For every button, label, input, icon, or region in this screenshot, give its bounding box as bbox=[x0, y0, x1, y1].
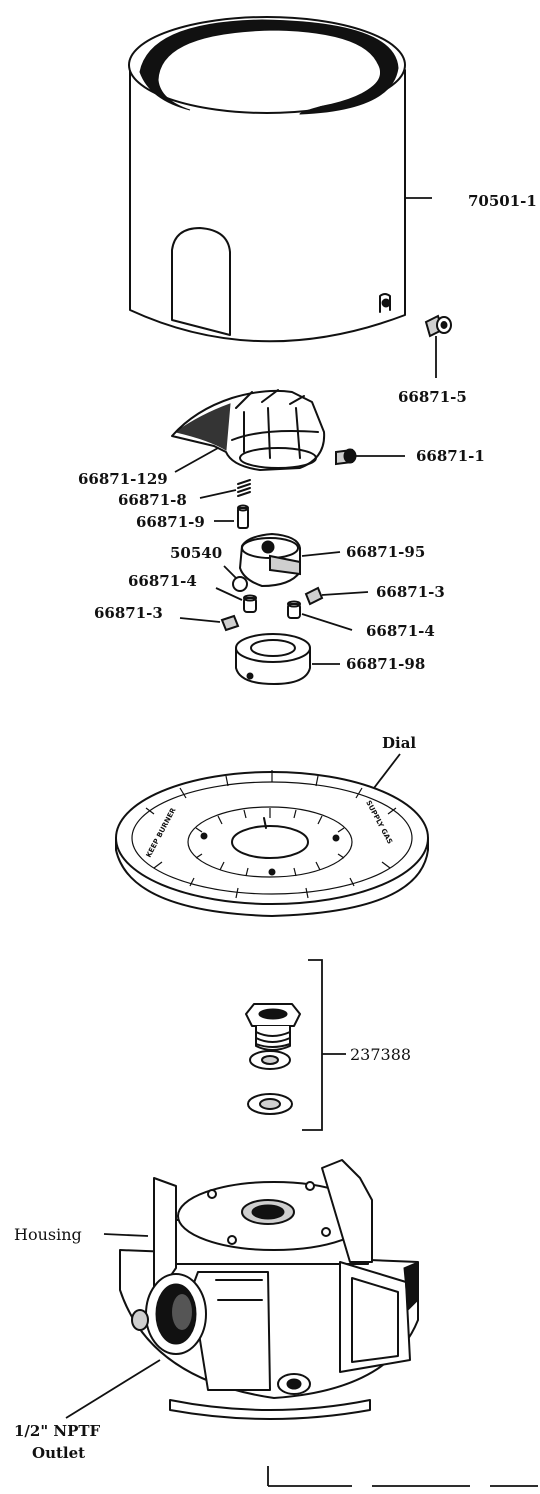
screw-66871-5 bbox=[424, 314, 452, 378]
label-insert-left: 66871-4 bbox=[128, 572, 197, 590]
insert-left-part bbox=[215, 587, 257, 613]
label-dial: Dial bbox=[382, 734, 416, 752]
bottom-dashed-line bbox=[267, 1466, 538, 1487]
insert-right-part bbox=[287, 600, 353, 631]
knob-part bbox=[171, 389, 326, 473]
screw-66871-1 bbox=[335, 448, 405, 466]
setscrew-left-part bbox=[179, 614, 240, 632]
label-pin: 66871-9 bbox=[136, 513, 205, 531]
collar-part bbox=[235, 633, 340, 685]
hub-part bbox=[239, 533, 341, 587]
label-ball: 50540 bbox=[170, 544, 222, 562]
spring-part bbox=[199, 479, 251, 499]
label-collar: 66871-98 bbox=[346, 655, 425, 673]
pin-part bbox=[214, 504, 249, 529]
ball-part bbox=[223, 565, 248, 592]
orifice-kit-part bbox=[245, 959, 346, 1131]
label-orifice-kit: 237388 bbox=[350, 1045, 411, 1064]
cover-part bbox=[128, 16, 432, 343]
label-outlet-line1: 1/2" NPTF bbox=[14, 1422, 101, 1440]
label-cover: 70501-1 bbox=[468, 192, 537, 210]
label-spring: 66871-8 bbox=[118, 491, 187, 509]
label-knob: 66871-129 bbox=[78, 470, 168, 488]
label-screw-knob: 66871-1 bbox=[416, 447, 485, 465]
label-screw-cover: 66871-5 bbox=[398, 388, 467, 406]
label-setscrew-left: 66871-3 bbox=[94, 604, 163, 622]
label-outlet-line2: Outlet bbox=[32, 1444, 85, 1462]
setscrew-right-part bbox=[304, 586, 369, 606]
label-hub: 66871-95 bbox=[346, 543, 425, 561]
label-setscrew-right: 66871-3 bbox=[376, 583, 445, 601]
dial-part: KEEP BURNER SUPPLY GAS bbox=[115, 753, 429, 917]
housing-part bbox=[65, 1159, 419, 1420]
label-insert-right: 66871-4 bbox=[366, 622, 435, 640]
label-housing: Housing bbox=[14, 1225, 82, 1244]
